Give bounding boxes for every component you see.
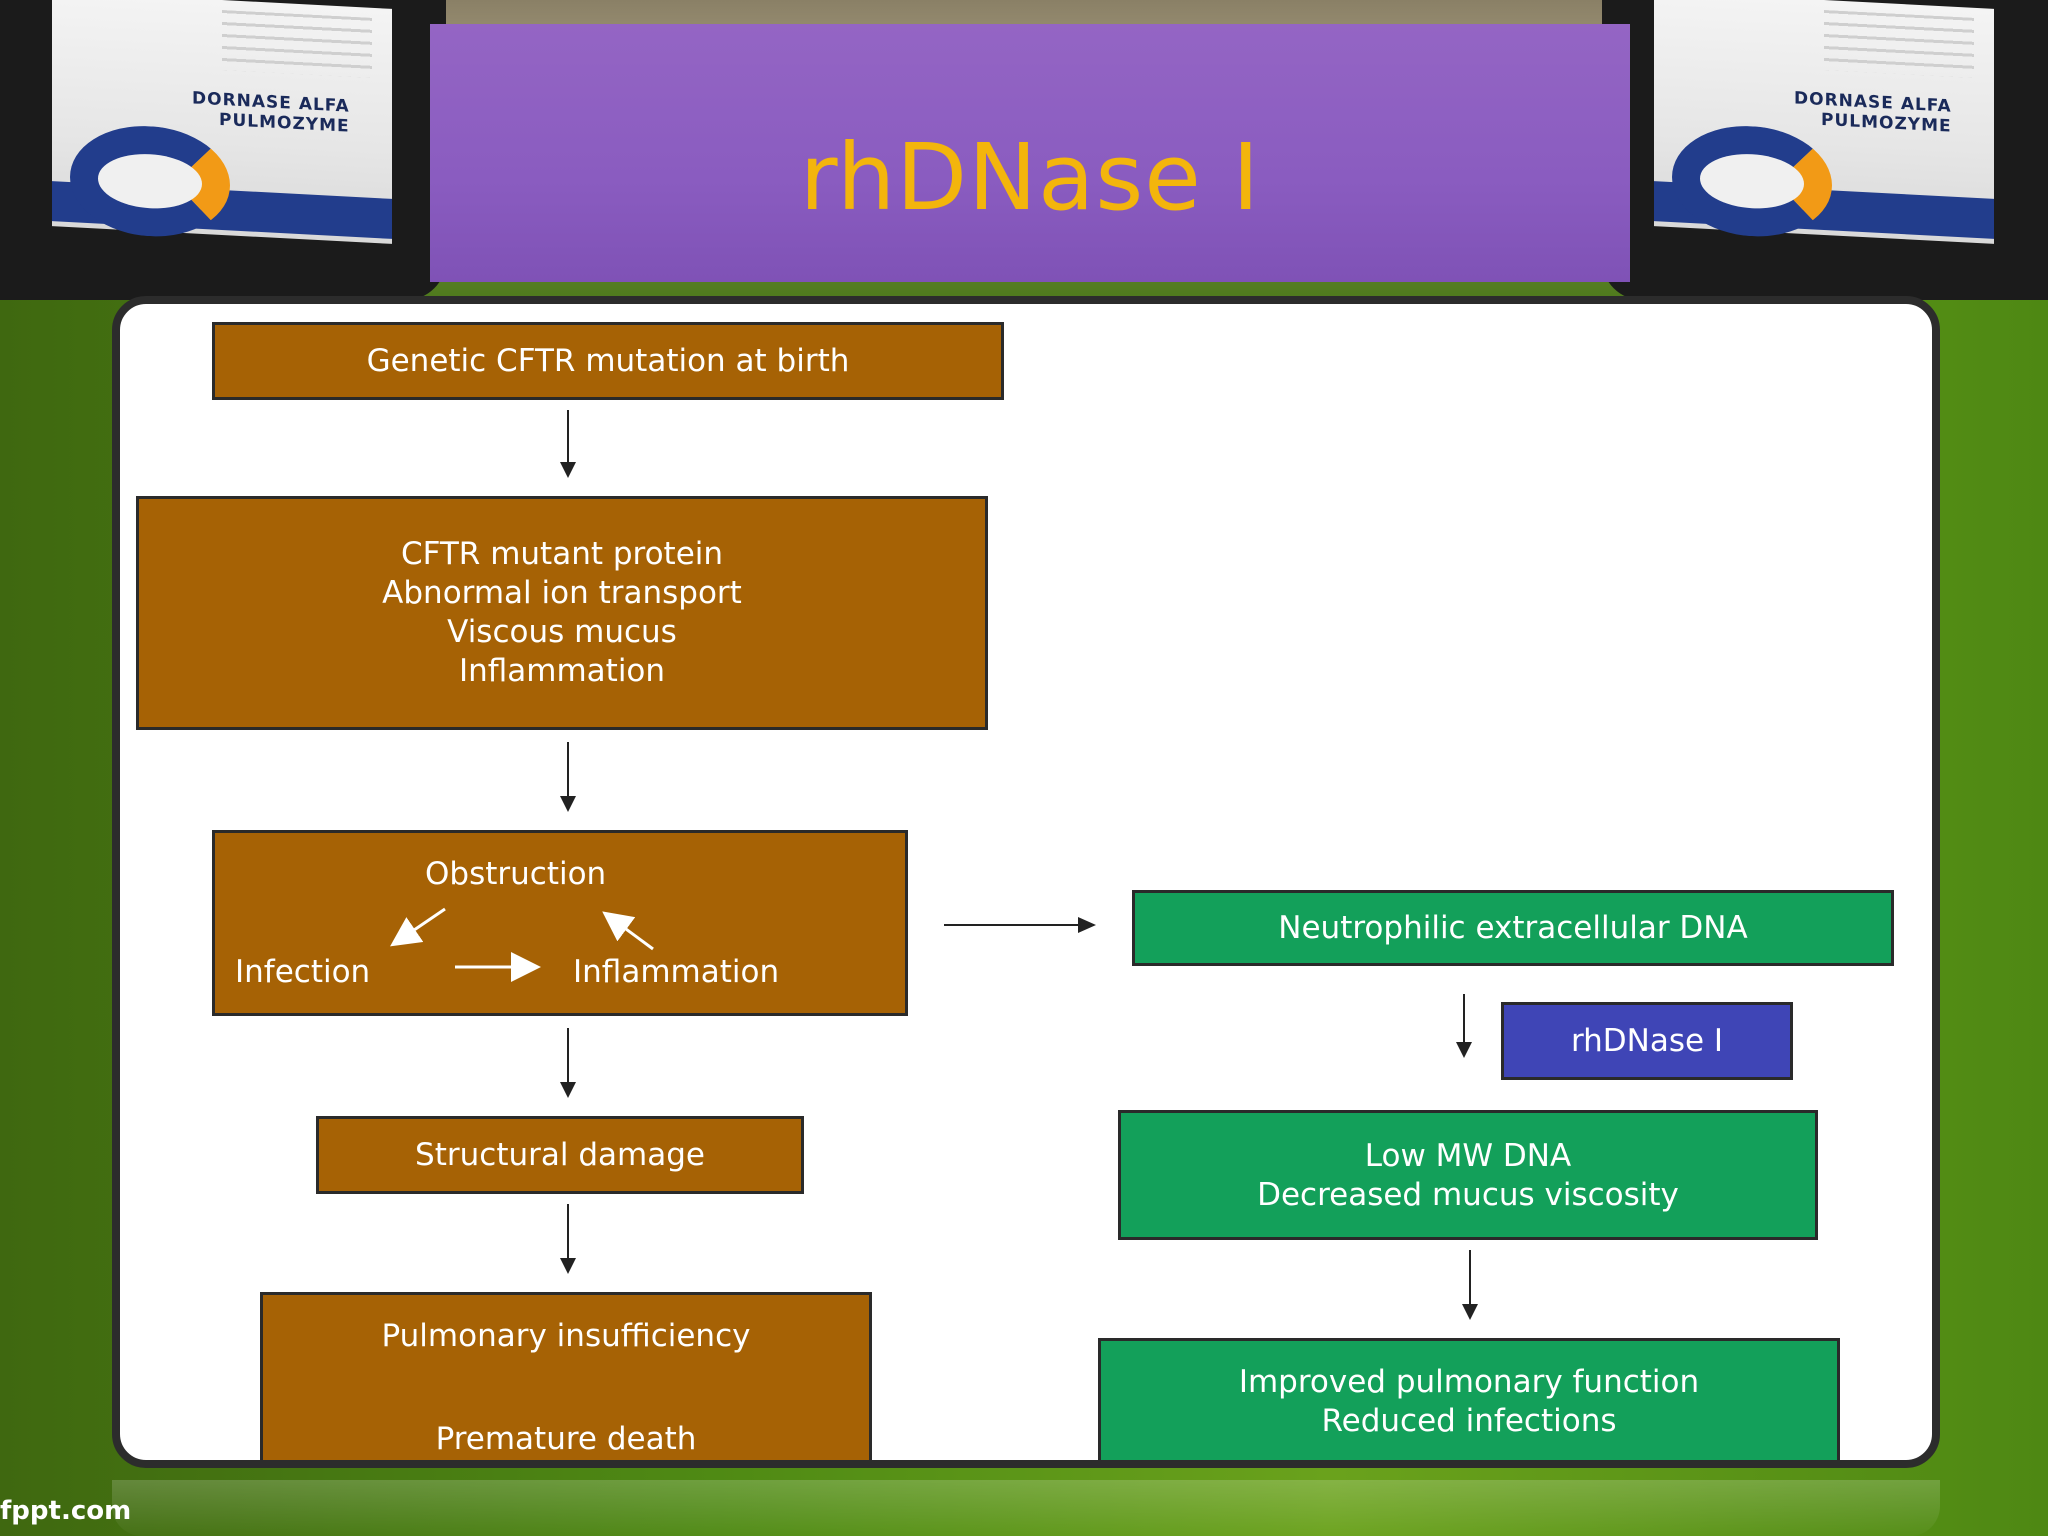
node-neutrophilic-dna-label: Neutrophilic extracellular DNA: [1278, 910, 1748, 946]
node-low-mw-dna: Low MW DNA Decreased mucus viscosity: [1118, 1110, 1818, 1240]
arrow-lowmw-to-improved: [1462, 1250, 1478, 1320]
package-fine-print: [1824, 10, 1974, 78]
pulmozyme-package-image-right: DORNASE ALFA PULMOZYME: [1602, 0, 2048, 300]
diagram-panel: Genetic CFTR mutation at birth CFTR muta…: [112, 296, 1940, 1468]
arrow-inflammation-to-obstruction: [602, 911, 654, 951]
footer-brand: fppt.com: [0, 1496, 132, 1526]
arrow-protein-to-obstruction: [560, 742, 576, 812]
arrow-damage-to-outcome: [560, 1204, 576, 1274]
package-fine-print: [222, 10, 372, 78]
cycle-infection-label: Infection: [235, 954, 371, 990]
node-neutrophilic-dna: Neutrophilic extracellular DNA: [1132, 890, 1894, 966]
node-cftr-mutation-label: Genetic CFTR mutation at birth: [366, 343, 850, 379]
arrow-obstruction-to-infection: [390, 907, 446, 947]
node-structural-damage-label: Structural damage: [415, 1137, 705, 1173]
node-outcome-line1: Pulmonary insufficiency: [381, 1318, 751, 1354]
title-banner: rhDNase I: [430, 24, 1630, 282]
node-low-mw-dna-line1: Low MW DNA: [1364, 1138, 1572, 1174]
package-brand: DORNASE ALFA PULMOZYME: [1794, 88, 1952, 136]
cycle-arrows: [390, 907, 654, 982]
node-improved-line2: Reduced infections: [1321, 1403, 1617, 1439]
node-rhdnase-label: rhDNase I: [1570, 1023, 1724, 1059]
panel-reflection: [112, 1480, 1940, 1536]
node-cftr-mutation: Genetic CFTR mutation at birth: [212, 322, 1004, 400]
node-mutant-protein-line3: Viscous mucus: [447, 614, 677, 650]
pulmozyme-package-image-left: DORNASE ALFA PULMOZYME: [0, 0, 446, 300]
node-mutant-protein-line2: Abnormal ion transport: [382, 575, 742, 611]
node-mutant-protein: CFTR mutant protein Abnormal ion transpo…: [136, 496, 988, 730]
slide-title: rhDNase I: [799, 124, 1261, 231]
node-mutant-protein-line1: CFTR mutant protein: [400, 536, 724, 572]
node-mutant-protein-line4: Inflammation: [458, 653, 666, 689]
node-pulmonary-outcome: Pulmonary insufficiency Premature death: [260, 1292, 872, 1460]
node-improved-function: Improved pulmonary function Reduced infe…: [1098, 1338, 1840, 1460]
cycle-inflammation-label: Inflammation: [573, 954, 780, 990]
node-rhdnase-drug: rhDNase I: [1501, 1002, 1793, 1080]
package-box: DORNASE ALFA PULMOZYME: [52, 0, 392, 244]
node-low-mw-dna-line2: Decreased mucus viscosity: [1257, 1177, 1679, 1213]
package-brand: DORNASE ALFA PULMOZYME: [192, 88, 350, 136]
node-obstruction-cycle: Obstruction Infection Inflammation: [212, 830, 908, 1016]
node-improved-line1: Improved pulmonary function: [1238, 1364, 1700, 1400]
package-box: DORNASE ALFA PULMOZYME: [1654, 0, 1994, 244]
node-outcome-line2: Premature death: [435, 1421, 697, 1457]
node-structural-damage: Structural damage: [316, 1116, 804, 1194]
arrow-dna-to-lowmw: [1456, 994, 1472, 1058]
cycle-obstruction-label: Obstruction: [425, 856, 607, 892]
arrow-mutation-to-protein: [560, 410, 576, 478]
arrow-obstruction-to-dna: [944, 917, 1096, 933]
arrow-obstruction-to-damage: [560, 1028, 576, 1098]
